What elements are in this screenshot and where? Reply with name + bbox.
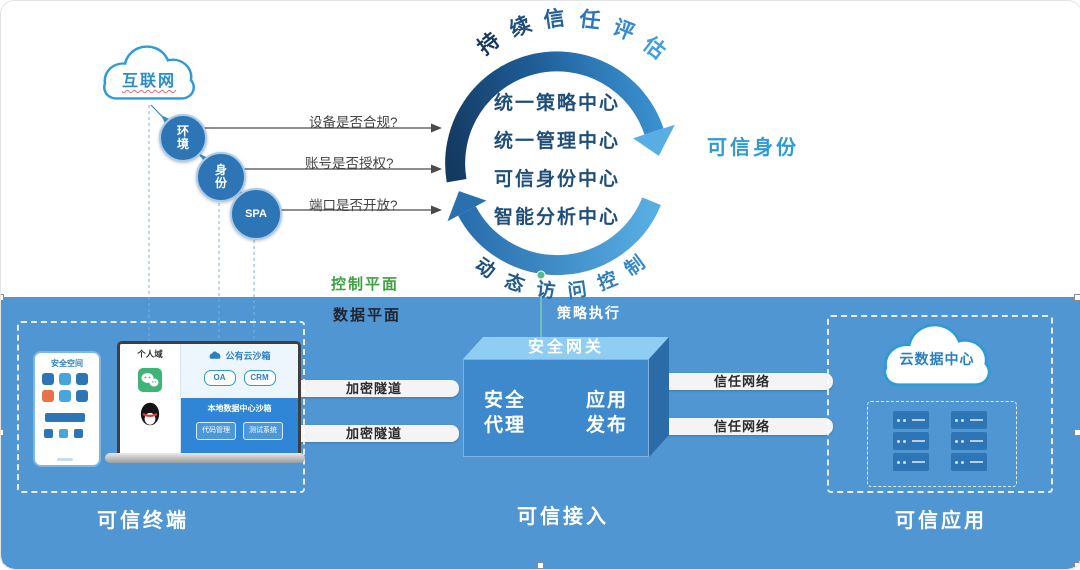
gateway-top-face: 安全网关 — [463, 337, 669, 359]
phone-app-icon — [74, 429, 83, 438]
phone-app-grid — [42, 373, 90, 402]
center-identity: 可信身份中心 — [493, 169, 620, 190]
encrypted-tunnel-bar-top: 加密隧道 — [289, 380, 459, 397]
server-icon — [893, 411, 929, 474]
gateway-front-face: 安全代理 应用发布 — [463, 359, 649, 457]
test-system-button[interactable]: 测试系统 — [243, 422, 283, 440]
center-policy: 统一策略中心 — [493, 93, 620, 114]
phone-app-icon — [59, 373, 71, 385]
server-unit — [951, 411, 987, 429]
trusted-terminal-label: 可信终端 — [97, 510, 189, 532]
ring-right-arrowhead-icon — [633, 124, 675, 156]
environment-label: 环境 — [176, 124, 189, 151]
encrypted-tunnel-bar-bottom: 加密隧道 — [289, 425, 459, 442]
gateway-title: 安全网关 — [527, 339, 604, 356]
local-sandbox-label: 本地数据中心沙箱 — [207, 404, 272, 413]
mini-cloud-icon — [210, 351, 221, 359]
phone-app-icon — [44, 429, 53, 438]
oa-app-button[interactable]: OA — [203, 370, 236, 386]
sandbox-panel: 公有云沙箱 OA CRM 本地数据中心沙箱 代码管理 测试系统 — [181, 344, 298, 458]
phone-app-icon — [59, 390, 71, 402]
phone-banner — [45, 413, 85, 422]
phone-app-icon — [42, 373, 54, 385]
ring-left-arrowhead-icon — [447, 191, 487, 222]
spa-node: SPA — [230, 188, 282, 240]
gateway-side-face — [649, 337, 669, 457]
data-plane-label: 数据平面 — [333, 307, 402, 324]
trusted-identity-label: 可信身份 — [707, 137, 799, 159]
question-account-authorized: 账号是否授权? — [305, 156, 394, 171]
control-plane-label: 控制平面 — [331, 276, 400, 293]
code-management-button[interactable]: 代码管理 — [196, 422, 236, 440]
environment-node: 环境 — [159, 114, 207, 162]
selection-handle[interactable] — [1074, 429, 1080, 436]
ring-bottom-arc — [458, 197, 661, 276]
gateway-security-proxy-label: 安全代理 — [483, 390, 526, 436]
server-unit — [951, 432, 987, 450]
policy-execution-label: 策略执行 — [557, 305, 621, 321]
trust-network-bar-top: 信任网络 — [651, 373, 833, 390]
personal-zone-label: 个人域 — [137, 349, 163, 359]
ring-top-arc — [445, 51, 664, 183]
server-unit — [893, 453, 929, 471]
center-management: 统一管理中心 — [493, 131, 620, 152]
phone-app-icon — [59, 429, 68, 438]
wechat-icon — [138, 368, 162, 392]
public-sandbox-label: 公有云沙箱 — [225, 351, 271, 361]
selection-handle[interactable] — [1074, 294, 1080, 301]
public-cloud-sandbox: 公有云沙箱 OA CRM — [181, 344, 298, 398]
trust-network-bar-bottom: 信任网络 — [651, 418, 833, 435]
question-port-open: 端口是否开放? — [309, 198, 398, 213]
phone-app-icon — [76, 390, 88, 402]
phone-home-bar — [57, 458, 73, 461]
selection-handle[interactable] — [1, 429, 4, 436]
identity-label: 身份 — [214, 163, 227, 190]
trust-ring — [445, 51, 675, 276]
qq-icon — [140, 402, 160, 426]
selection-handle[interactable] — [1, 294, 4, 301]
server-unit — [893, 411, 929, 429]
phone-app-grid-small — [44, 429, 90, 438]
ring-center-list: 统一策略中心 统一管理中心 可信身份中心 智能分析中心 — [457, 85, 657, 237]
gateway-app-publish-label: 应用发布 — [585, 390, 628, 436]
secure-phone: 安全空间 — [33, 351, 101, 467]
server-unit — [951, 453, 987, 471]
phone-app-icon — [76, 373, 88, 385]
trusted-terminal-zone — [17, 321, 305, 493]
crm-app-button[interactable]: CRM — [243, 370, 276, 386]
laptop-base — [105, 453, 305, 463]
phone-title: 安全空间 — [51, 359, 83, 368]
trusted-application-zone — [827, 315, 1053, 493]
server-unit — [893, 432, 929, 450]
spa-label: SPA — [245, 208, 267, 220]
question-device-compliant: 设备是否合规? — [309, 115, 398, 130]
secure-laptop-screen: 个人域 公有云沙箱 — [117, 341, 301, 461]
server-zone — [867, 401, 1017, 487]
trusted-application-label: 可信应用 — [895, 510, 987, 532]
center-analytics: 智能分析中心 — [493, 207, 620, 228]
local-datacenter-sandbox: 本地数据中心沙箱 代码管理 测试系统 — [181, 398, 298, 458]
personal-zone-panel: 个人域 — [120, 344, 181, 458]
server-icon — [951, 411, 987, 474]
phone-app-icon — [42, 390, 54, 402]
trusted-access-label: 可信接入 — [517, 506, 609, 528]
